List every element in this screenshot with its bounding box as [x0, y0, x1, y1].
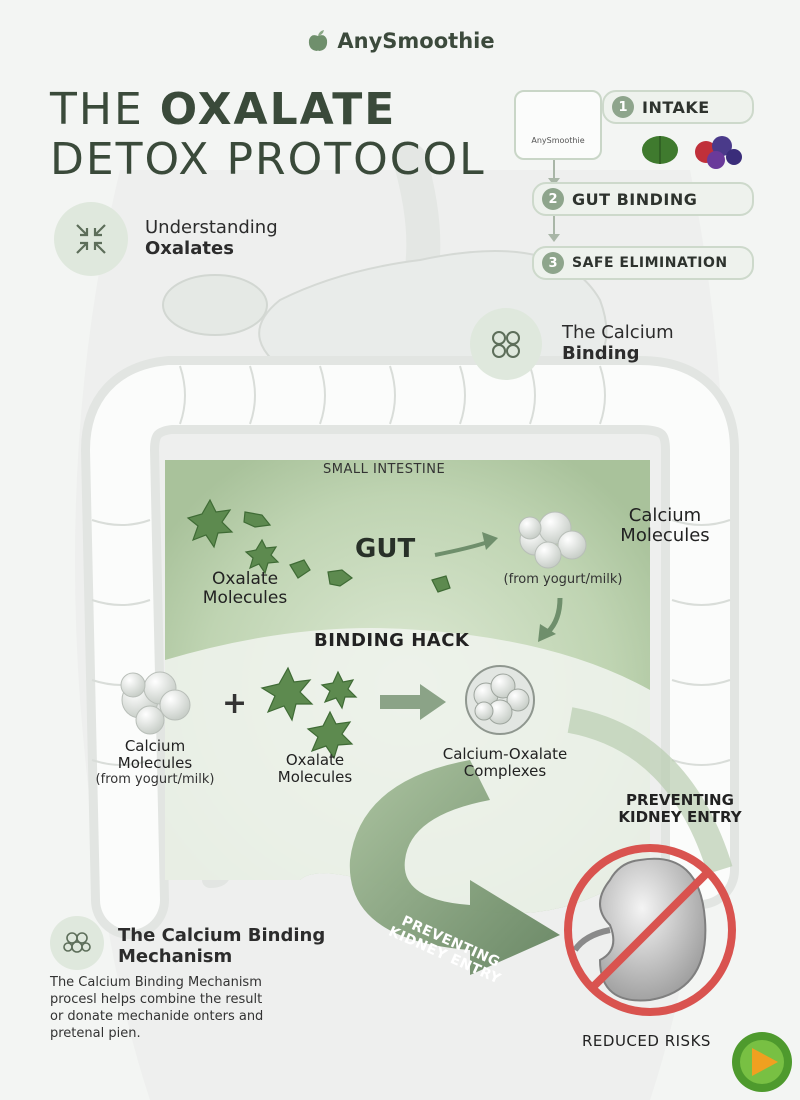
label-line: Molecules: [620, 524, 710, 546]
step-label: GUT BINDING: [572, 189, 698, 209]
complex-cluster: [465, 665, 535, 735]
label-line: Oxalate: [211, 569, 279, 589]
label-line: Oxalate: [285, 751, 345, 769]
compress-arrows-icon: [76, 224, 106, 254]
label-line: Molecules: [277, 767, 353, 786]
smoothie-cup-box: [514, 90, 602, 160]
label-line: Molecules: [117, 753, 193, 772]
calcium-molecules-top-label: Calcium Molecules: [600, 506, 730, 546]
reduced-risks-label: REDUCED RISKS: [582, 1032, 711, 1050]
brand-header: AnySmoothie: [0, 28, 800, 54]
step-number: 2: [542, 188, 564, 210]
big-curved-arrow: [349, 760, 560, 975]
step-safe-elimination: 3 SAFE ELIMINATION: [532, 246, 754, 280]
description-line: The Calcium Binding Mechanism: [50, 975, 262, 990]
oxalate-crystals-bottom: [260, 666, 358, 760]
arrow-to-complexes: [380, 684, 446, 720]
heading-line-bold: Mechanism: [118, 945, 233, 967]
calcium-source-note-bottom: (from yogurt/milk): [95, 772, 215, 787]
oxalate-molecules-top-label: Oxalate Molecules: [180, 570, 310, 607]
apple-leaf-icon: [309, 30, 328, 51]
plus-sign: +: [222, 686, 248, 721]
calcium-source-note-top: (from yogurt/milk): [503, 572, 623, 587]
page-title-line-2: DETOX PROTOCOL: [50, 134, 486, 185]
heading-line: Understanding: [145, 217, 278, 238]
label-line: PREVENTING: [626, 791, 734, 809]
binding-hack-label: BINDING HACK: [314, 630, 470, 651]
understanding-heading: Understanding Oxalates: [145, 217, 278, 259]
molecule-cluster-icon: [63, 932, 91, 953]
label-line: Calcium: [628, 505, 702, 526]
step-gut-binding: 2 GUT BINDING: [532, 182, 754, 216]
preventing-kidney-entry-label: PREVENTING KIDNEY ENTRY: [600, 792, 760, 825]
title-bold: OXALATE: [159, 84, 397, 135]
small-intestine-label: SMALL INTESTINE: [323, 462, 446, 477]
calcium-cluster-top: [518, 511, 587, 569]
spinach-icon: [642, 136, 678, 164]
step-label: INTAKE: [642, 97, 710, 117]
gut-label: GUT: [355, 534, 416, 564]
corner-logo: [732, 1032, 792, 1092]
description-line: procesl helps combine the result: [50, 992, 263, 1007]
step-number: 1: [612, 96, 634, 118]
description-line: or donate mechanide onters and: [50, 1009, 264, 1024]
page-title-line-1: THE OXALATE: [50, 88, 396, 132]
calcium-cluster-bottom: [120, 671, 191, 735]
heading-line: The Calcium: [562, 322, 674, 343]
molecule-ring-icon: [492, 331, 520, 358]
oxalate-crystals-top: [186, 498, 451, 593]
calcium-molecules-bottom-label: Calcium Molecules: [80, 738, 230, 771]
complexes-label: Calcium-Oxalate Complexes: [420, 746, 590, 779]
label-line: KIDNEY ENTRY: [618, 807, 742, 826]
brand-name: AnySmoothie: [337, 29, 495, 53]
label-line: Molecules: [202, 587, 288, 608]
description-line: pretenal pien.: [50, 1026, 141, 1041]
mechanism-heading: The Calcium Binding Mechanism: [118, 925, 326, 967]
mechanism-icon-circle: [50, 916, 104, 970]
heading-line-bold: Binding: [562, 342, 640, 364]
heading-line-bold: The Calcium Binding: [118, 925, 326, 946]
understanding-icon-circle: [54, 202, 128, 276]
label-line: Calcium: [124, 737, 186, 755]
heading-line-bold: Oxalates: [145, 237, 234, 259]
no-entry-sign: [564, 844, 736, 1016]
step-intake: 1 INTAKE: [602, 90, 754, 124]
step-label: SAFE ELIMINATION: [572, 255, 728, 271]
title-prefix: THE: [50, 84, 160, 135]
cup-caption: AnySmoothie: [531, 136, 585, 145]
label-line: Calcium-Oxalate: [442, 745, 568, 763]
calcium-binding-heading: The Calcium Binding: [562, 322, 674, 364]
step-number: 3: [542, 252, 564, 274]
label-line: Complexes: [463, 761, 547, 780]
oxalate-molecules-bottom-label: Oxalate Molecules: [260, 752, 370, 785]
calcium-binding-icon-circle: [470, 308, 542, 380]
berries-icon: [695, 136, 742, 169]
mechanism-description: The Calcium Binding Mechanism procesl he…: [50, 974, 330, 1042]
